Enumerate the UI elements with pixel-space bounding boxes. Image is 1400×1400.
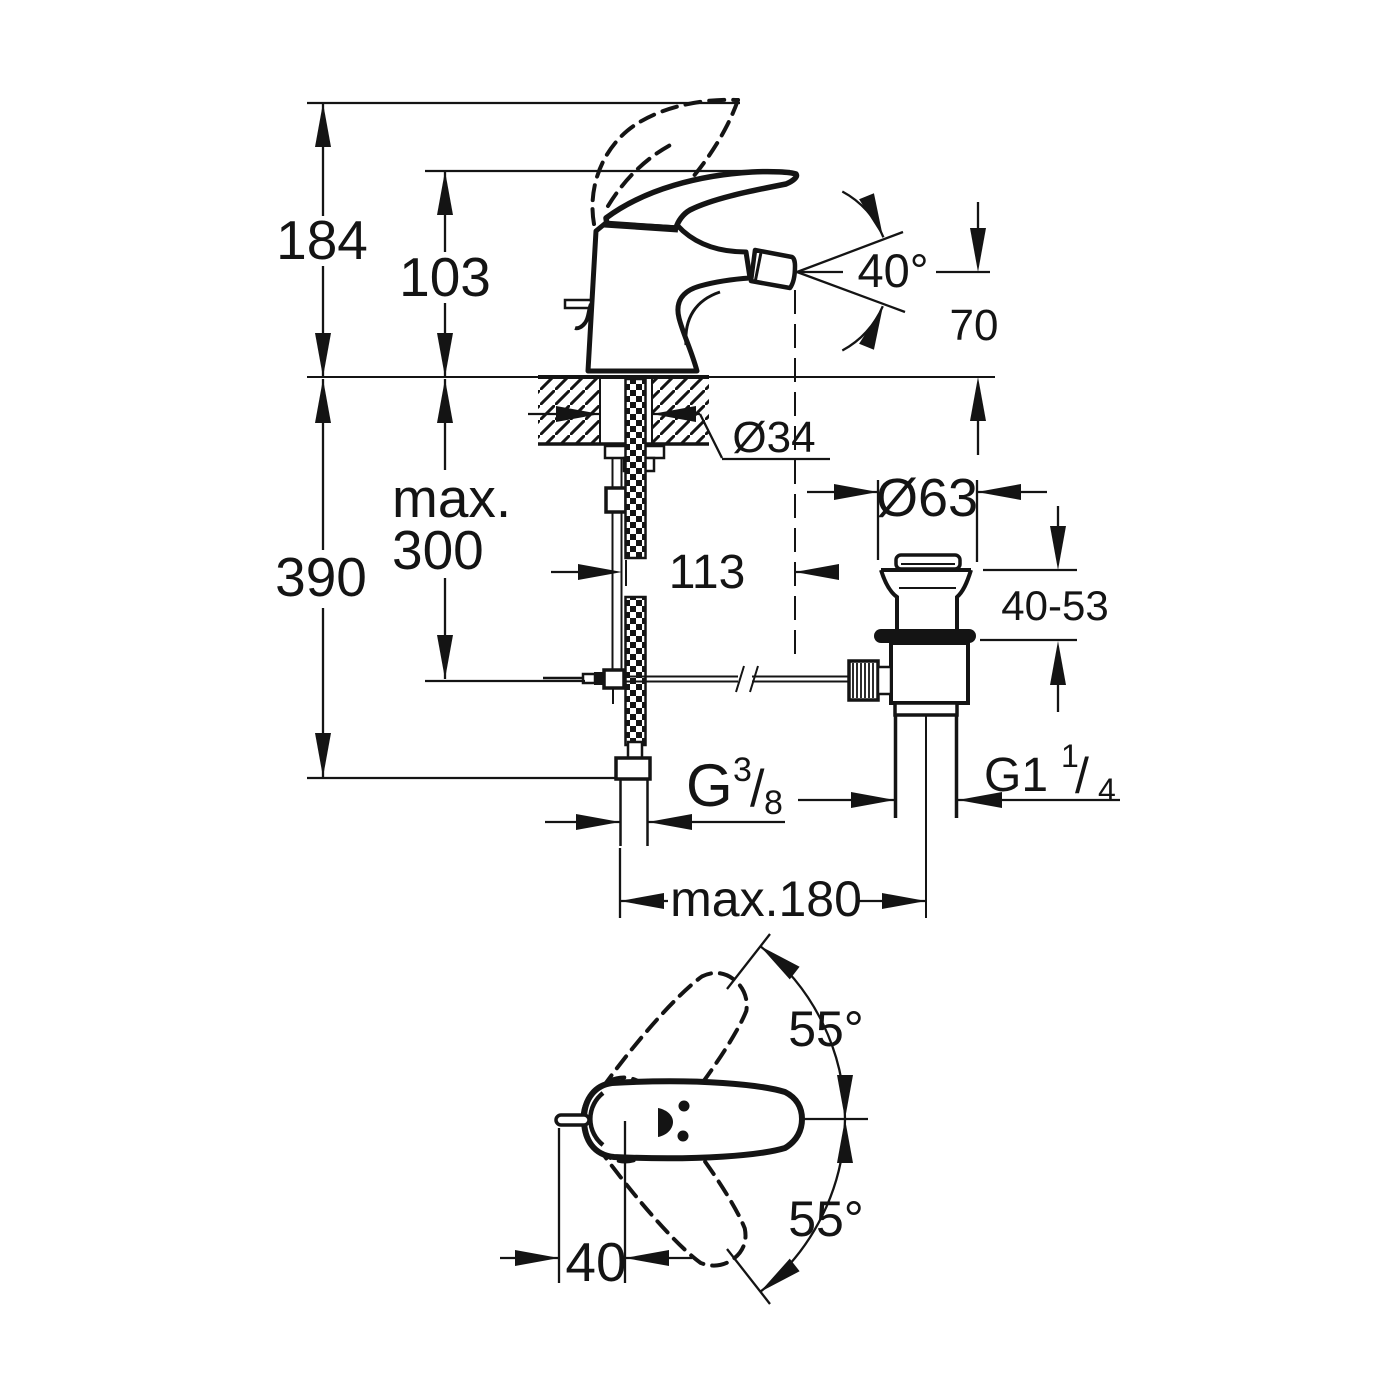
- dim-70: 70: [936, 202, 998, 455]
- dim-dia63-label: Ø63: [876, 468, 978, 528]
- pop-up-rod-guide: [604, 486, 628, 514]
- dim-handle-swing: 55° 55°: [726, 933, 868, 1305]
- hose-nut: [614, 756, 652, 781]
- horizontal-rod: [624, 665, 850, 693]
- waste-ring: [893, 701, 959, 717]
- dim-g38-slash: /: [750, 760, 765, 818]
- dim-40-label: 40: [565, 1231, 626, 1293]
- spout-aerator: [748, 247, 798, 291]
- dim-dia34-label: Ø34: [732, 413, 815, 462]
- pop-up-waste: [847, 553, 976, 918]
- dim-113-label: 113: [669, 546, 746, 599]
- dimensions-side: 184 103 390: [275, 101, 1120, 927]
- handle-top-view: [554, 1078, 806, 1162]
- waste-plug-cap: [894, 553, 962, 571]
- dim-g38-num: 3: [733, 751, 752, 789]
- handle-body-joint: [603, 220, 679, 233]
- pop-up-lever: [563, 298, 593, 331]
- waste-gasket: [874, 629, 976, 643]
- dim-113: 113: [551, 546, 839, 599]
- dim-max300-word: max.: [392, 467, 511, 529]
- dim-390: 390: [275, 379, 616, 780]
- dim-g38-den: 8: [764, 784, 783, 822]
- dim-max180-label: max.180: [670, 871, 862, 927]
- faucet-handle-solid: [603, 168, 800, 231]
- dim-55-bottom-label: 55°: [788, 1191, 864, 1247]
- dim-g114-g: G1: [984, 749, 1048, 802]
- dim-dia34: Ø34: [528, 406, 830, 462]
- dim-dia63: Ø63: [807, 468, 1047, 562]
- dim-55-top-label: 55°: [788, 1001, 864, 1057]
- handle-logo-mark: [658, 1108, 673, 1137]
- side-view: 184 103 390: [275, 97, 1120, 927]
- dim-184: 184: [276, 101, 740, 377]
- supply-hose-upper: [624, 377, 647, 560]
- handle-pin: [554, 1113, 591, 1127]
- supply-hose-lower: [624, 595, 647, 747]
- dim-40-53: 40-53: [980, 506, 1109, 712]
- hot-dot: [678, 1100, 690, 1112]
- under-counter-parts: [543, 377, 850, 846]
- dim-g114-slash: /: [1075, 748, 1089, 804]
- cold-dot: [677, 1130, 689, 1142]
- waste-body: [889, 641, 970, 705]
- dim-g38: G 3 / 8: [545, 751, 785, 830]
- faucet-body: [563, 168, 800, 374]
- dim-g114: G1 1 / 4: [798, 738, 1120, 808]
- clamp-screw: [594, 672, 605, 685]
- dim-g114-num: 1: [1061, 738, 1079, 774]
- dim-390-label: 390: [275, 546, 367, 608]
- dim-max300-value: 300: [392, 519, 484, 581]
- dim-g114-den: 4: [1098, 772, 1116, 808]
- dim-103: 103: [399, 169, 790, 377]
- bottom-view: 55° 55° 40: [500, 933, 868, 1305]
- dim-40: 40: [500, 1121, 692, 1293]
- dim-70-label: 70: [950, 301, 999, 350]
- dim-g38-g: G: [686, 752, 733, 819]
- dim-spout-angle-label: 40°: [857, 244, 928, 297]
- waste-knob: [847, 659, 893, 702]
- dim-max180: max.180: [618, 848, 926, 927]
- rod-clamp: [602, 668, 626, 690]
- dim-40-53-label: 40-53: [1001, 582, 1108, 629]
- dim-184-label: 184: [276, 209, 368, 271]
- drain-pipe: [893, 715, 959, 918]
- dim-103-label: 103: [399, 246, 491, 308]
- dim-spout-angle: 40°: [796, 190, 929, 352]
- handle-outline: [580, 1078, 806, 1162]
- dim-max300: max. 300: [392, 379, 585, 683]
